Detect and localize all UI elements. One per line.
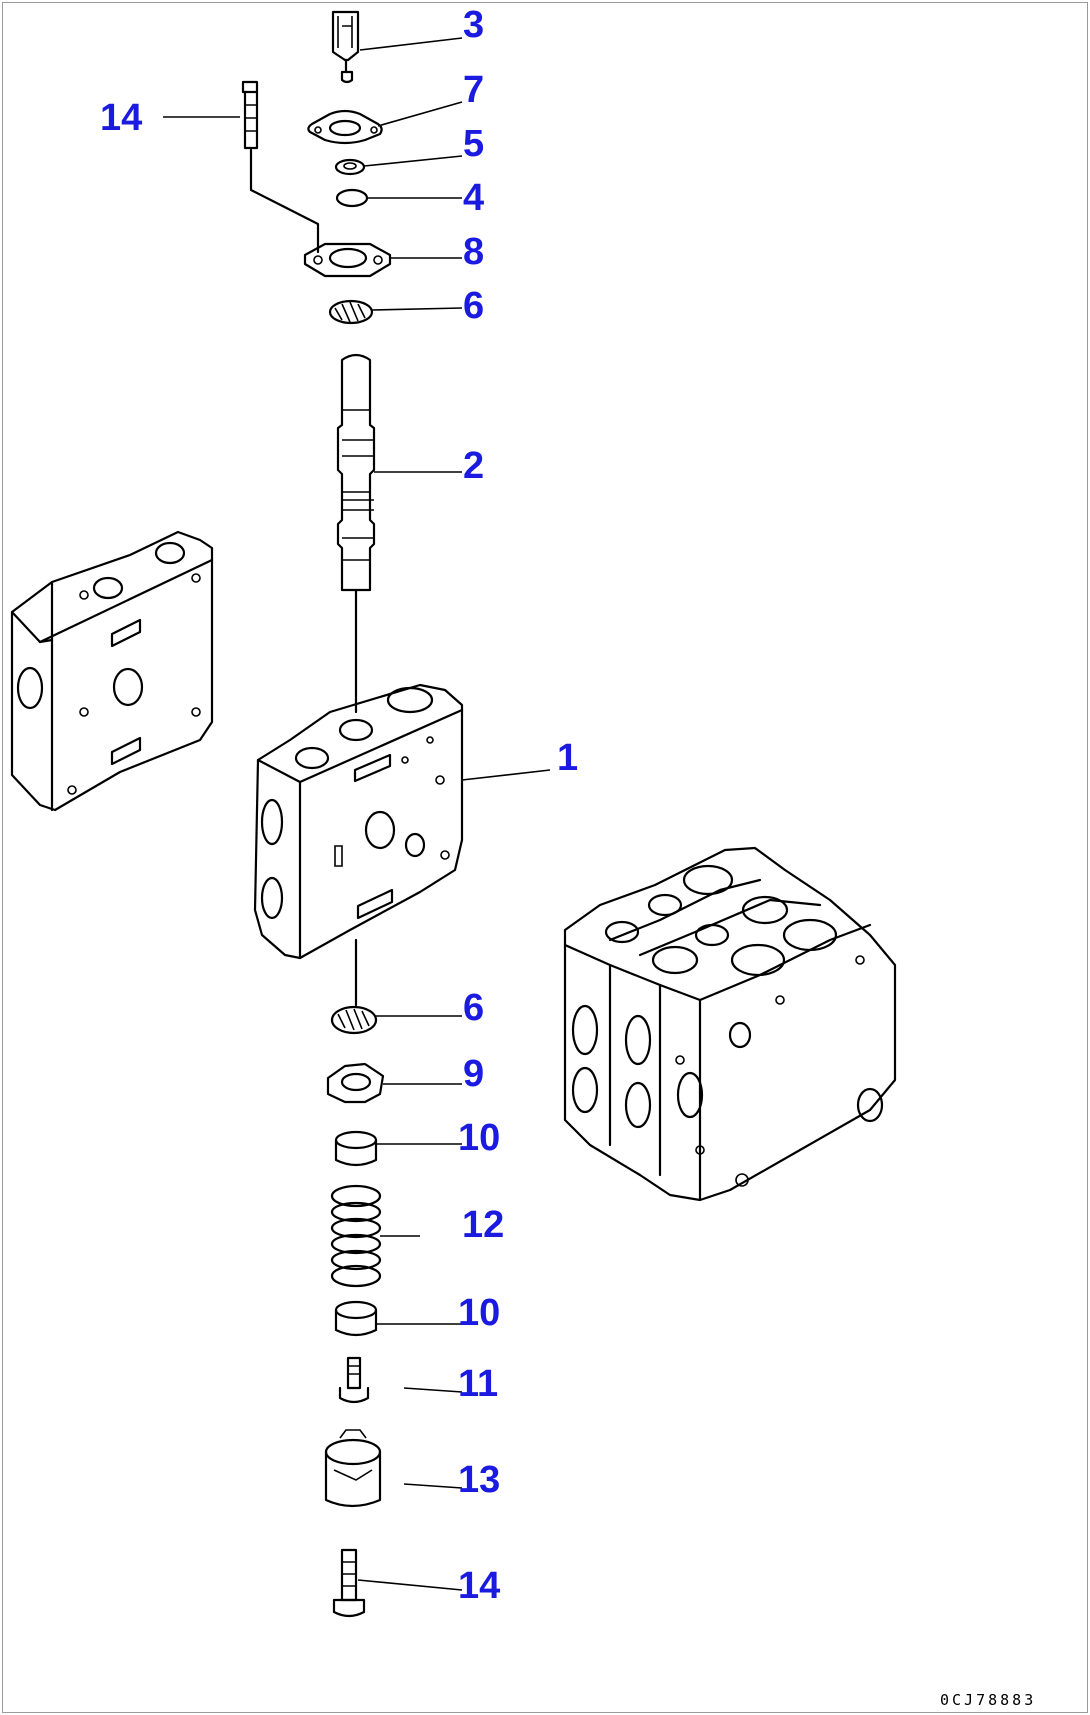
callout-12: 12 <box>462 1204 504 1246</box>
part-10-seat-bottom <box>334 1300 378 1337</box>
callout-8: 8 <box>463 231 484 273</box>
part-12-spring <box>330 1184 382 1288</box>
callout-5: 5 <box>463 123 484 165</box>
part-13-cap <box>324 1429 382 1508</box>
left-end-plate <box>10 530 214 812</box>
part-8-flange <box>303 242 392 278</box>
part-7-cover <box>307 109 383 145</box>
part-1-valve-body <box>253 683 464 1007</box>
callout-3: 3 <box>463 4 484 46</box>
callout-10-top: 10 <box>458 1117 500 1159</box>
callout-9: 9 <box>463 1053 484 1095</box>
callout-2: 2 <box>463 445 484 487</box>
part-9-retainer <box>326 1062 385 1104</box>
part-14-bolt-top <box>241 80 320 254</box>
callout-6-top: 6 <box>463 285 484 327</box>
assembled-valve-block <box>563 846 897 1202</box>
part-10-seat-top <box>334 1130 378 1167</box>
drawing-id: 0CJ78883 <box>940 1691 1036 1709</box>
callout-1: 1 <box>557 737 578 779</box>
callout-10-bottom: 10 <box>458 1292 500 1334</box>
callout-14-top: 14 <box>100 97 142 139</box>
part-3-bracket <box>331 10 360 84</box>
callout-4: 4 <box>463 177 484 219</box>
part-2-spool <box>336 353 376 714</box>
part-4-oring <box>335 188 369 208</box>
part-5-ring <box>334 158 366 176</box>
part-11-stopper <box>338 1356 370 1404</box>
callout-7: 7 <box>463 69 484 111</box>
part-6-seal-top <box>328 299 374 325</box>
part-6-seal-bottom <box>330 1005 378 1035</box>
leader-lines <box>163 37 551 1591</box>
callout-14-bottom: 14 <box>458 1565 500 1607</box>
callout-11: 11 <box>458 1363 498 1405</box>
part-14-bolt-bottom <box>332 1548 366 1618</box>
callout-13: 13 <box>458 1459 500 1501</box>
callout-6-bottom: 6 <box>463 987 484 1029</box>
callout-labels: 3 7 14 5 4 8 6 2 1 6 9 10 12 10 11 13 14 <box>100 4 578 1607</box>
